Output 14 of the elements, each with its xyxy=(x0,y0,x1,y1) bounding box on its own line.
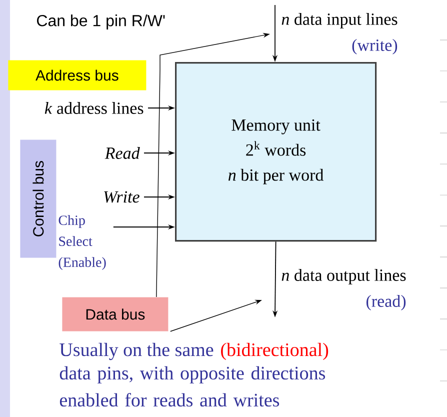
control-bus-box: Control bus xyxy=(20,140,56,258)
address-lines-label: k address lines xyxy=(44,102,144,114)
read-label: Read xyxy=(104,147,140,159)
chip-select-label: Chip Select (Enable) xyxy=(58,215,106,270)
note-text: data pins, with opposite directions enabled for reads and writes xyxy=(60,366,326,407)
data-bus-box: Data bus xyxy=(62,297,168,332)
output-lines-label: n data output lines (read) xyxy=(282,268,406,310)
write-label: Write xyxy=(104,191,140,203)
note-text: (bidirectional) xyxy=(221,342,328,360)
memory-unit-box: Memory unit 2$^{k}$ words n bit per word xyxy=(175,62,377,242)
note-text: Usually on the same xyxy=(60,342,214,360)
address-bus-box: Address bus xyxy=(8,60,146,90)
note-text: Can be 1 pin R/W' xyxy=(37,14,165,30)
input-lines-label: n data input lines (write) xyxy=(282,13,398,54)
